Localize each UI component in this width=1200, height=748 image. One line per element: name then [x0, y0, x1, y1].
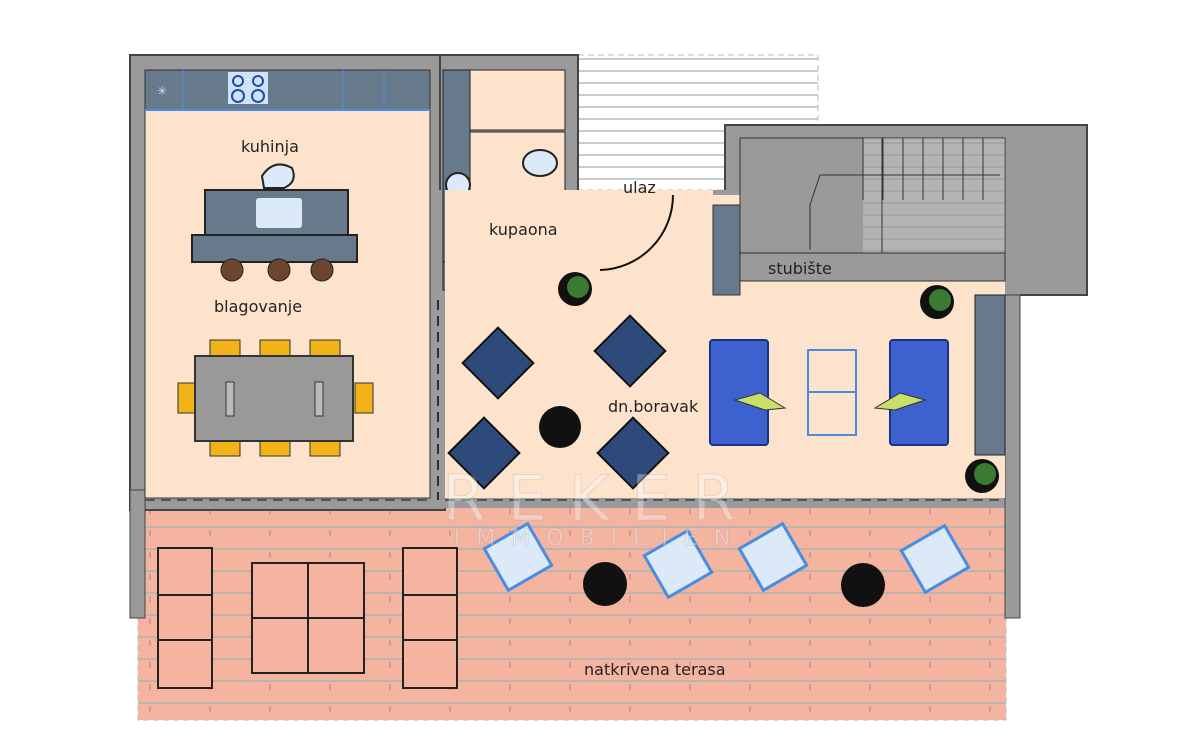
- coffee-table: [539, 406, 581, 448]
- room-label-living: dn.boravak: [608, 397, 699, 416]
- watermark-sub: IMMOBILIEN: [454, 526, 746, 551]
- entrance-door-swing: [599, 194, 674, 271]
- dining-table: [177, 339, 374, 457]
- room-label-dining: blagovanje: [214, 297, 302, 316]
- bar-stool: [220, 258, 244, 282]
- room-label-staircase: stubište: [768, 259, 832, 278]
- room-label-entrance: ulaz: [623, 178, 656, 197]
- person-icon: [873, 392, 927, 411]
- bar-stool: [310, 258, 334, 282]
- person-icon: [733, 392, 787, 411]
- sofa: [709, 339, 949, 446]
- lounge-seating: [157, 547, 458, 689]
- room-label-kitchen: kuhinja: [241, 137, 299, 156]
- kitchen-counter: ✳: [144, 69, 431, 111]
- plant-icon: [558, 272, 999, 493]
- terrace-table: [841, 563, 885, 607]
- armchair: [447, 314, 670, 490]
- toilet-icon: [522, 149, 558, 177]
- staircase: [712, 137, 1006, 296]
- stove-icon: [228, 72, 268, 104]
- watermark-brand: REKER: [442, 462, 757, 535]
- room-label-terrace: natkrivena terasa: [584, 660, 726, 679]
- terrace-armchair: [482, 521, 971, 600]
- room-label-bathroom: kupaona: [489, 220, 558, 239]
- terrace-table: [583, 562, 627, 606]
- bar-stool: [267, 258, 291, 282]
- kitchen-island: [191, 163, 358, 282]
- chef-icon: [260, 163, 295, 189]
- fridge-icon: ✳: [157, 84, 167, 98]
- glass-table: [807, 349, 857, 436]
